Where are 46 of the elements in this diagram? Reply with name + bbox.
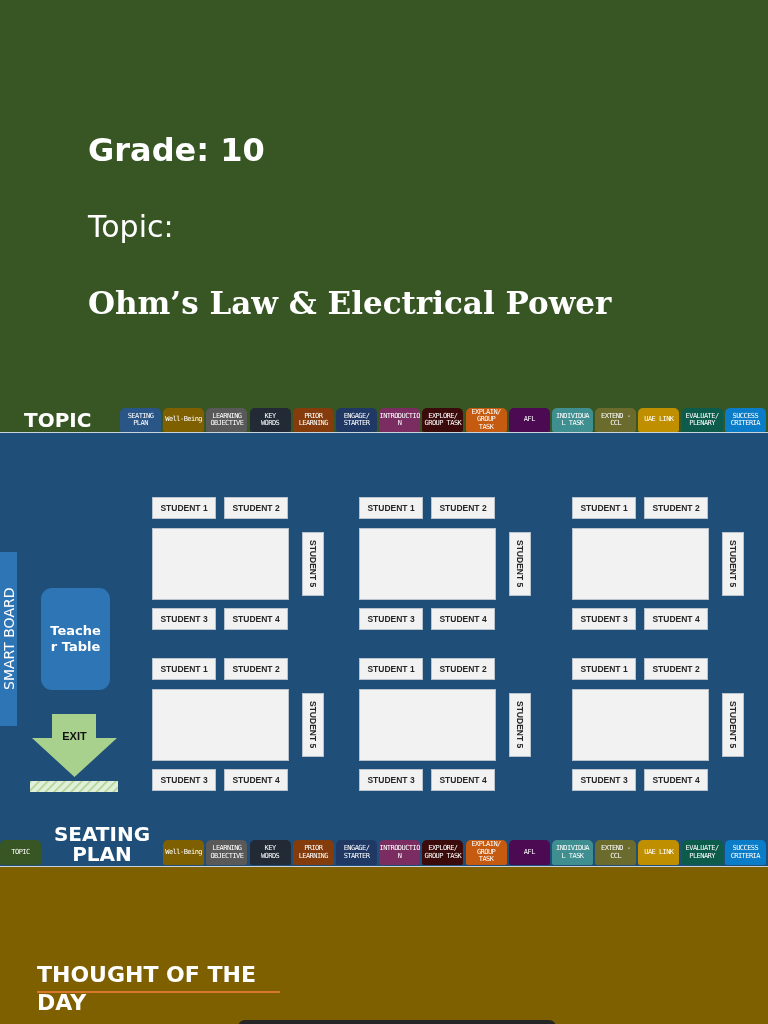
student-desk — [152, 689, 289, 761]
student-seat: STUDENT 3 — [152, 769, 216, 791]
smart-board: SMART BOARD — [0, 552, 17, 726]
student-seat: STUDENT 3 — [152, 608, 216, 630]
student-seat: STUDENT 4 — [431, 608, 495, 630]
student-seat: STUDENT 1 — [152, 497, 216, 519]
student-seat: STUDENT 2 — [644, 658, 708, 680]
student-seat: STUDENT 3 — [359, 769, 423, 791]
student-desk — [572, 528, 709, 600]
slide-panel — [0, 0, 768, 433]
student-seat: STUDENT 4 — [224, 769, 288, 791]
student-seat: STUDENT 3 — [572, 769, 636, 791]
student-seat: STUDENT 1 — [359, 658, 423, 680]
student-seat: STUDENT 2 — [224, 497, 288, 519]
student-seat: STUDENT 1 — [572, 497, 636, 519]
teacher-desk: Teache r Table — [41, 588, 110, 690]
student-seat: STUDENT 5 — [509, 693, 531, 757]
student-desk — [152, 528, 289, 600]
lesson-title: Ohm’s Law & Electrical Power — [88, 284, 612, 322]
student-seat: STUDENT 1 — [572, 658, 636, 680]
student-seat: STUDENT 4 — [431, 769, 495, 791]
student-seat: STUDENT 1 — [359, 497, 423, 519]
student-seat: STUDENT 4 — [644, 608, 708, 630]
student-seat: STUDENT 5 — [722, 532, 744, 596]
student-seat: STUDENT 5 — [722, 693, 744, 757]
student-seat: STUDENT 1 — [152, 658, 216, 680]
student-seat: STUDENT 5 — [509, 532, 531, 596]
grade-heading: Grade: 10 — [88, 130, 265, 170]
student-seat: STUDENT 2 — [224, 658, 288, 680]
topic-label: Topic: — [88, 208, 174, 246]
slide-panel — [0, 867, 768, 1024]
student-desk — [572, 689, 709, 761]
section-heading: SEATING PLAN — [52, 824, 152, 864]
student-desk — [359, 689, 496, 761]
student-seat: STUDENT 3 — [359, 608, 423, 630]
student-seat: STUDENT 2 — [644, 497, 708, 519]
student-seat: STUDENT 4 — [644, 769, 708, 791]
section-heading: TOPIC — [24, 408, 92, 432]
exit-label: EXIT — [62, 729, 87, 744]
student-seat: STUDENT 5 — [302, 532, 324, 596]
student-desk — [359, 528, 496, 600]
student-seat: STUDENT 2 — [431, 658, 495, 680]
student-seat: STUDENT 3 — [572, 608, 636, 630]
student-seat: STUDENT 2 — [431, 497, 495, 519]
student-seat: STUDENT 5 — [302, 693, 324, 757]
student-seat: STUDENT 4 — [224, 608, 288, 630]
